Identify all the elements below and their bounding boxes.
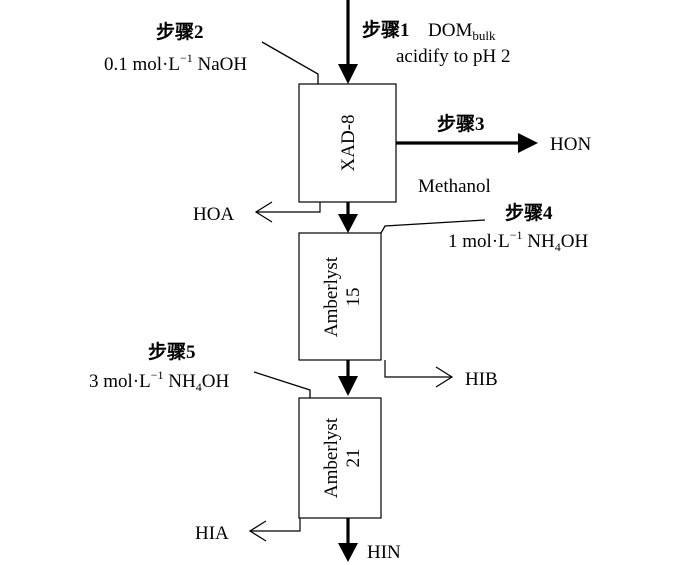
column-amberlyst15 bbox=[298, 232, 382, 361]
column-amberlyst21 bbox=[298, 397, 382, 519]
step1-label: 步骤1 bbox=[362, 19, 410, 41]
step3-label: 步骤3 bbox=[437, 113, 485, 135]
step5-label: 步骤5 bbox=[148, 341, 196, 363]
column-amberlyst15-label: Amberlyst 15 bbox=[321, 256, 364, 337]
step2-reagent: 0.1 mol·L−1 NaOH bbox=[104, 51, 247, 75]
inlet-arrow bbox=[338, 0, 358, 84]
step5-reagent: 3 mol·L−1 NH4OH bbox=[89, 368, 229, 394]
step1-treatment: acidify to pH 2 bbox=[396, 46, 511, 67]
fraction-hib: HIB bbox=[465, 369, 498, 390]
hia-arrow bbox=[248, 518, 301, 542]
svg-text:Amberlyst: Amberlyst bbox=[321, 256, 342, 337]
fraction-hoa: HOA bbox=[193, 204, 234, 225]
step5-leader bbox=[253, 371, 311, 398]
flow-arrow-2 bbox=[338, 360, 358, 396]
step4-reagent: 1 mol·L−1 NH4OH bbox=[448, 228, 588, 254]
step2-label: 步骤2 bbox=[156, 21, 204, 43]
svg-text:15: 15 bbox=[343, 288, 364, 307]
column-amberlyst21-label: Amberlyst 21 bbox=[321, 417, 364, 498]
hib-arrow bbox=[384, 360, 454, 388]
flow-arrow-1 bbox=[338, 202, 358, 233]
step4-label: 步骤4 bbox=[505, 202, 553, 224]
hon-arrow bbox=[396, 133, 538, 153]
column-xad8-label: XAD-8 bbox=[338, 115, 359, 172]
fraction-hia: HIA bbox=[195, 523, 229, 544]
fraction-hin: HIN bbox=[367, 542, 401, 563]
svg-text:21: 21 bbox=[343, 449, 364, 468]
eluent-methanol: Methanol bbox=[418, 176, 491, 197]
svg-text:Amberlyst: Amberlyst bbox=[321, 417, 342, 498]
step1-sample: DOMbulk bbox=[428, 20, 496, 43]
step4-leader bbox=[380, 219, 486, 234]
hin-arrow bbox=[338, 518, 358, 562]
hoa-arrow bbox=[254, 201, 321, 223]
fraction-hon: HON bbox=[550, 134, 591, 155]
step2-leader bbox=[261, 41, 319, 84]
